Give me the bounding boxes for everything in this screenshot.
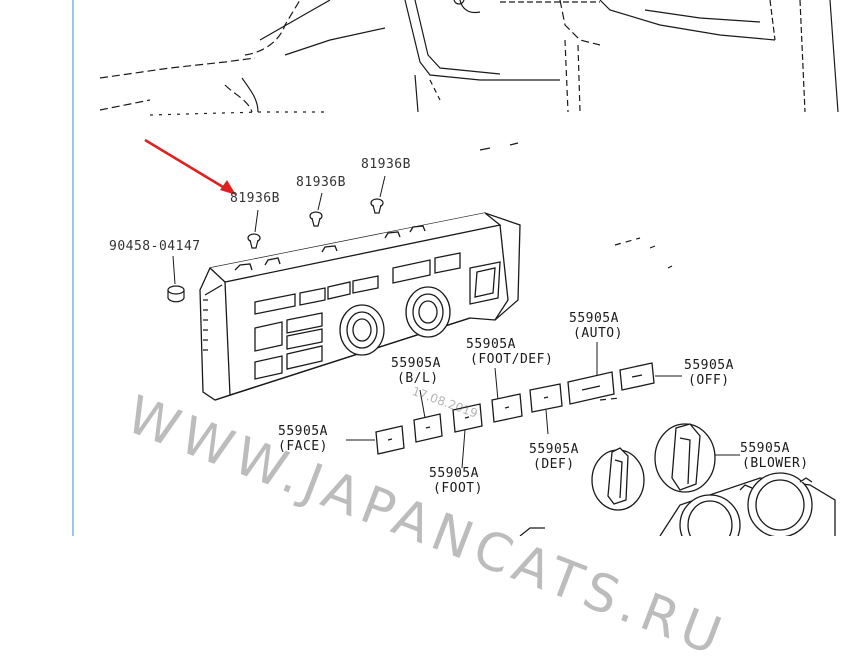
part-description: (BLOWER): [742, 456, 809, 471]
knob-rotary-icon: [591, 447, 645, 511]
part-number: 55905A: [740, 441, 790, 456]
knob-face-icon: [375, 425, 405, 455]
push-knobs: [375, 362, 655, 455]
knob-def-icon: [529, 383, 563, 413]
part-label-knob-footdef: 55905A (FOOT/DEF): [466, 337, 553, 367]
pointer-arrow: [144, 138, 236, 195]
part-number: 55905A: [391, 356, 441, 371]
knob-blower-icon: [654, 423, 716, 493]
part-description: (B/L): [397, 371, 439, 386]
part-number: 81936B: [296, 175, 346, 190]
part-label-knob-blower: 55905A (BLOWER): [740, 441, 809, 471]
screw-icon: [247, 233, 261, 249]
parts-diagram: 90458-04147 81936B 81936B 81936B 55905A …: [72, 0, 839, 669]
part-description: (DEF): [533, 457, 575, 472]
part-number: 55905A: [429, 466, 479, 481]
part-description: (AUTO): [573, 326, 623, 341]
part-number: 55905A: [278, 424, 328, 439]
misc-lines: [519, 527, 545, 537]
part-number: 55905A: [569, 311, 619, 326]
part-label-knob-bl: 55905A (B/L): [391, 356, 441, 386]
part-number: 81936B: [230, 191, 280, 206]
part-label-knob-def: 55905A (DEF): [529, 442, 579, 472]
screw-icon: [370, 198, 384, 214]
part-number: 55905A: [684, 358, 734, 373]
part-label-knob-auto: 55905A (AUTO): [569, 311, 623, 341]
knob-auto-icon: [567, 371, 615, 405]
part-description: (FOOT/DEF): [470, 352, 554, 367]
part-description: (OFF): [688, 373, 730, 388]
knob-footdef-icon: [491, 393, 523, 423]
leader-lines: [172, 175, 740, 469]
part-number: 55905A: [529, 442, 579, 457]
part-label-screw: 81936B: [296, 175, 346, 190]
knob-off-icon: [619, 362, 655, 391]
part-label-screw: 81936B: [230, 191, 280, 206]
part-label-knob-face: 55905A (FACE): [278, 424, 328, 454]
part-number: 55905A: [466, 337, 516, 352]
knob-foot-icon: [452, 403, 483, 433]
part-label-knob-foot: 55905A (FOOT): [429, 466, 483, 496]
dashboard-outline: [99, 0, 839, 401]
part-description: (FOOT): [433, 481, 483, 496]
part-number: 81936B: [361, 157, 411, 172]
diagram-drawing: [72, 0, 839, 556]
part-label-screw: 81936B: [361, 157, 411, 172]
control-panel: [199, 212, 521, 401]
fasteners: [167, 198, 384, 303]
screw-icon: [309, 211, 323, 227]
knob-bl-icon: [413, 413, 443, 443]
part-description: (FACE): [278, 439, 328, 454]
part-number: 90458-04147: [109, 239, 201, 254]
part-label-clip: 90458-04147: [109, 239, 201, 254]
clip-icon: [167, 285, 185, 303]
part-label-knob-off: 55905A (OFF): [684, 358, 734, 388]
